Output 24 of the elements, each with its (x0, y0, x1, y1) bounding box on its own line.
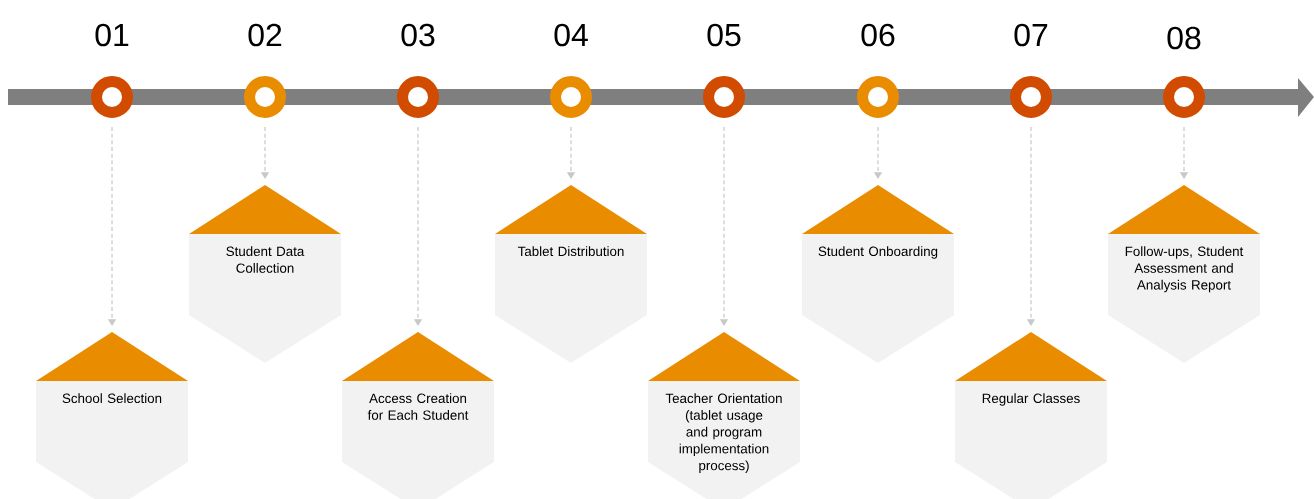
ring-marker (244, 76, 286, 118)
step-number: 03 (401, 23, 435, 47)
hexagon-card: Student Onboarding (802, 185, 954, 363)
ring-marker (703, 76, 745, 118)
step-number: 08 (1167, 26, 1201, 50)
ring-marker (1163, 76, 1205, 118)
step-number: 02 (248, 23, 282, 47)
ring-marker (1010, 76, 1052, 118)
step-number: 01 (95, 23, 129, 47)
hexagon-card: Teacher Orientation (tablet usage and program implementation process) (648, 332, 800, 499)
ring-marker (857, 76, 899, 118)
step-number: 05 (707, 23, 741, 47)
hexagon-card: School Selection (36, 332, 188, 499)
step-number: 07 (1014, 23, 1048, 47)
ring-marker (91, 76, 133, 118)
hexagon-card: Student Data Collection (189, 185, 341, 363)
step-number: 04 (554, 23, 588, 47)
hexagon-card: Follow-ups, Student Assessment and Analysis Report (1108, 185, 1260, 363)
ring-marker (550, 76, 592, 118)
step-number: 06 (861, 23, 895, 47)
ring-marker (397, 76, 439, 118)
hexagon-card: Tablet Distribution (495, 185, 647, 363)
hexagon-card: Access Creation for Each Student (342, 332, 494, 499)
hexagon-card: Regular Classes (955, 332, 1107, 499)
